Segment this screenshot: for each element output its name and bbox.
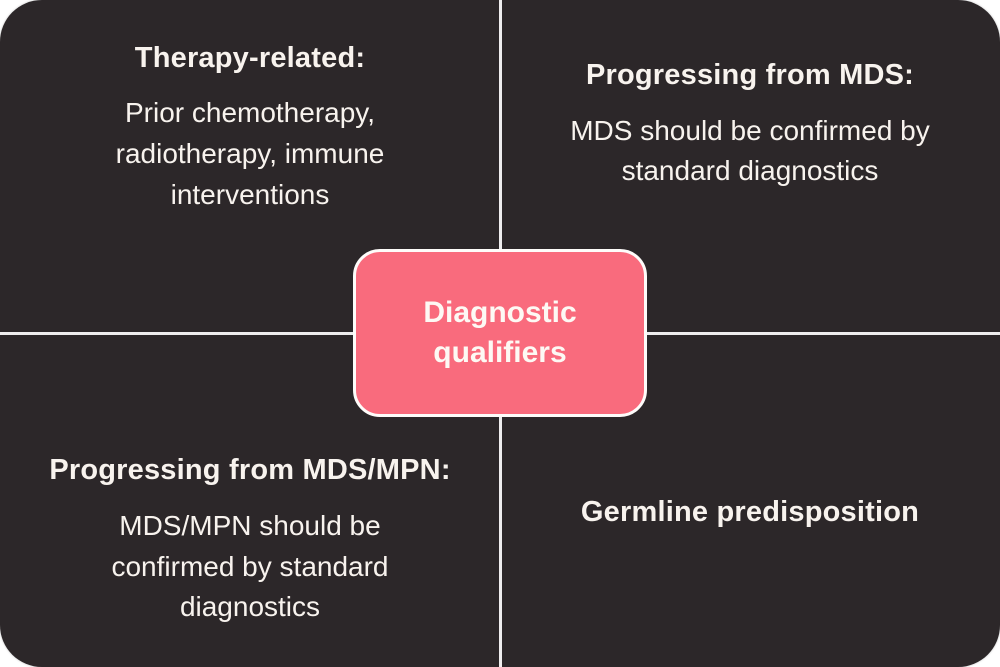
- quadrant-body: Prior chemotherapy, radiotherapy, immune…: [115, 97, 385, 210]
- quadrant-progressing-from-mds-mpn: Progressing from MDS/MPN: MDS/MPN should…: [0, 333, 500, 667]
- center-node-label: Diagnostic qualifiers: [423, 296, 577, 369]
- quadrant-title: Therapy-related:: [134, 41, 366, 74]
- quadrant-title: Germline predisposition: [580, 496, 920, 529]
- quadrant-body: MDS should be confirmed by standard diag…: [570, 114, 930, 187]
- quadrant-progressing-from-mds: Progressing from MDS: MDS should be conf…: [500, 0, 1000, 333]
- quadrant-therapy-related: Therapy-related: Prior chemotherapy, rad…: [0, 0, 500, 333]
- quadrant-title: Progressing from MDS/MPN:: [49, 454, 451, 487]
- quadrant-title: Progressing from MDS:: [585, 59, 915, 92]
- quadrant-germline-predisposition: Germline predisposition: [500, 333, 1000, 667]
- quadrant-body: MDS/MPN should be confirmed by standard …: [111, 509, 389, 623]
- center-node-diagnostic-qualifiers: Diagnostic qualifiers: [353, 249, 647, 417]
